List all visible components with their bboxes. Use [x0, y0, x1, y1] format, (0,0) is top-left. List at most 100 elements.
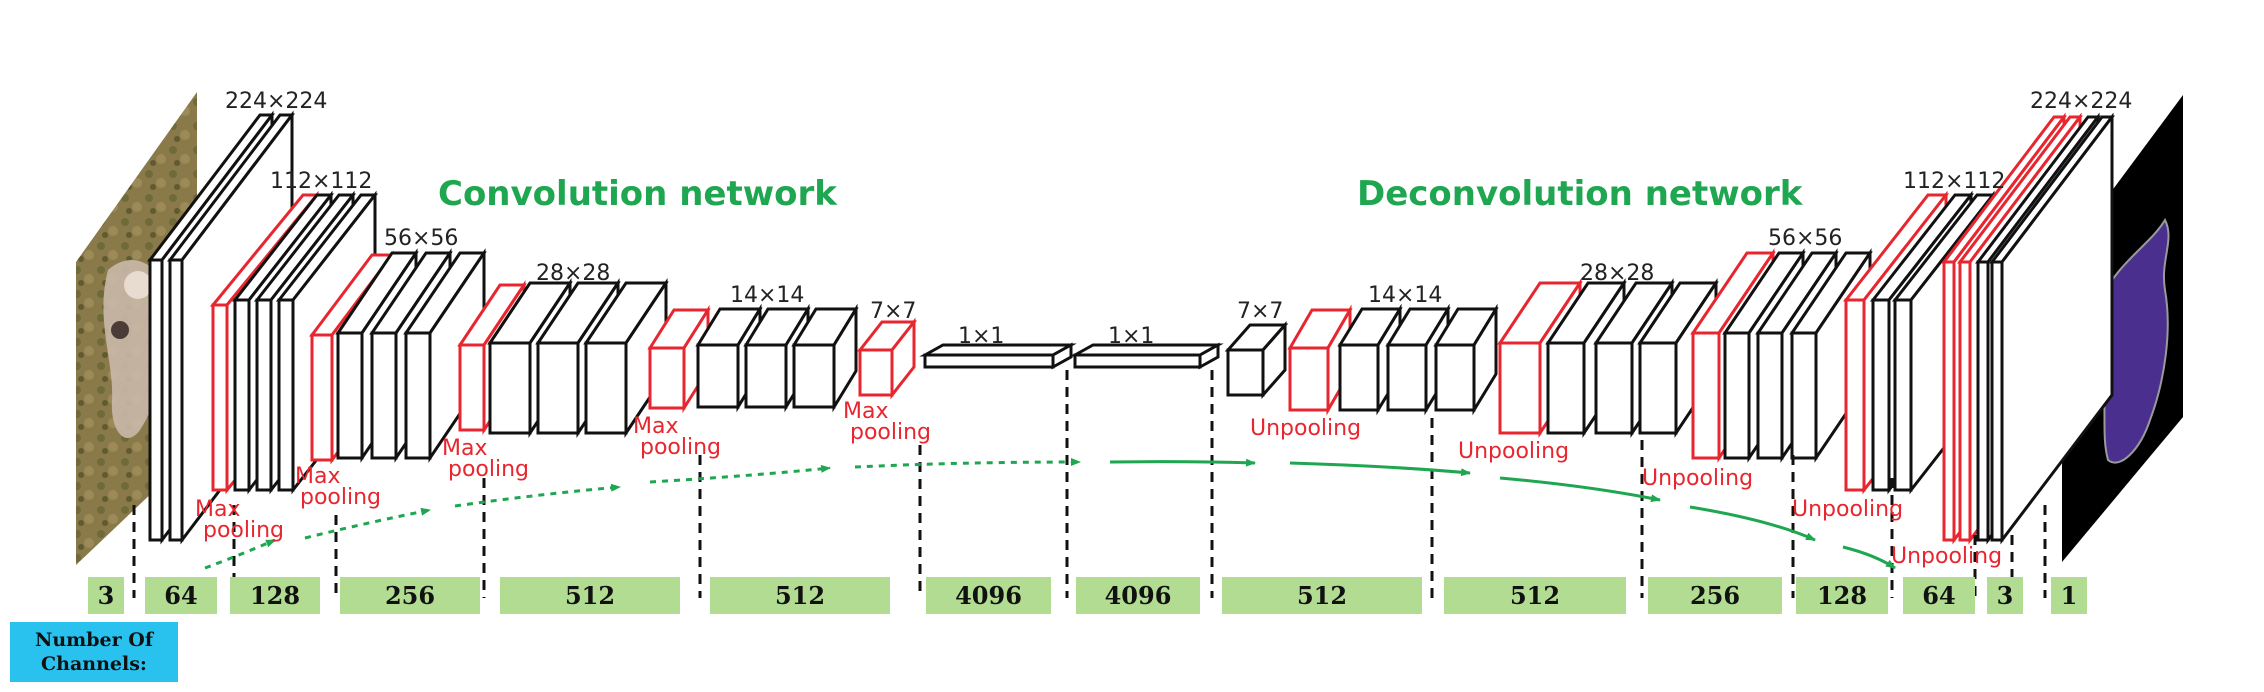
channel-box-fill: [1076, 577, 1200, 614]
channel-box: 128: [230, 577, 320, 614]
op-label: Unpooling: [1642, 466, 1753, 491]
fc-layer: [919, 342, 1077, 370]
dim-label: 7×7: [1237, 299, 1283, 324]
op-label-line1: Max: [633, 414, 678, 439]
channel-count: 3: [98, 581, 115, 610]
channel-box-fill: [1903, 577, 1975, 614]
flow-arrow: [649, 464, 831, 484]
op-label-line1: Max: [442, 436, 487, 461]
op-label-line2: pooling: [640, 435, 721, 460]
op-label-line2: pooling: [850, 420, 931, 445]
channel-count: 3: [1997, 581, 2014, 610]
op-label-line2: pooling: [300, 485, 381, 510]
flow-arrows: [204, 458, 1896, 570]
channel-box: 4096: [1076, 577, 1200, 614]
channel-count: 128: [1817, 581, 1867, 610]
channel-count: 4096: [955, 581, 1022, 610]
channel-box-fill: [230, 577, 320, 614]
flow-arrow: [1289, 461, 1471, 477]
channel-box-fill: [926, 577, 1051, 614]
conv-layer: [791, 303, 859, 413]
channel-box-fill: [710, 577, 890, 614]
deconv-layer: [1545, 278, 1627, 438]
stage-separators: [132, 370, 2047, 598]
channel-count: 64: [1922, 581, 1955, 610]
op-label: Unpooling: [1250, 416, 1361, 441]
op-label: Unpooling: [1891, 544, 2002, 569]
channel-box-fill: [2051, 577, 2087, 614]
channel-box-fill: [1444, 577, 1626, 614]
channel-box-fill: [340, 577, 480, 614]
channel-box-fill: [1987, 577, 2023, 614]
dim-label: 224×224: [225, 89, 327, 114]
legend-line2: Channels:: [41, 653, 147, 675]
flow-arrow: [304, 507, 431, 540]
dim-label: 28×28: [536, 261, 610, 286]
channel-box: 64: [1903, 577, 1975, 614]
channel-box-fill: [88, 577, 124, 614]
flow-arrow: [1842, 545, 1896, 570]
deconv-layer: [1224, 321, 1289, 399]
channel-count: 128: [250, 581, 300, 610]
op-label-line2: pooling: [448, 457, 529, 482]
channel-box: 512: [1222, 577, 1422, 614]
flow-arrow: [1499, 476, 1661, 503]
channel-box: 3: [1987, 577, 2023, 614]
dim-label: 1×1: [1108, 324, 1154, 349]
legend-line1: Number Of: [34, 629, 153, 651]
channel-box: 128: [1796, 577, 1888, 614]
channel-count: 4096: [1105, 581, 1172, 610]
op-label-line1: Max: [195, 497, 240, 522]
channel-box-fill: [145, 577, 217, 614]
op-label: Unpooling: [1458, 439, 1569, 464]
channel-box: 512: [500, 577, 680, 614]
channel-count: 256: [1690, 581, 1740, 610]
op-label-line2: pooling: [203, 518, 284, 543]
channel-box: 4096: [926, 577, 1051, 614]
layer-blocks: [146, 110, 2116, 545]
op-label-line1: Max: [295, 464, 340, 489]
channel-count: 64: [164, 581, 197, 610]
channel-box: 3: [88, 577, 124, 614]
pool-layer: [647, 304, 711, 414]
deconv-layer: [1988, 112, 2116, 545]
channel-box-fill: [500, 577, 680, 614]
dim-label: 224×224: [2030, 89, 2132, 114]
channel-box: 64: [145, 577, 217, 614]
conv-layer: [743, 303, 811, 413]
dim-label: 14×14: [730, 283, 804, 308]
flow-arrow: [1689, 505, 1816, 542]
dim-label: 7×7: [870, 299, 916, 324]
channel-count: 512: [1510, 581, 1560, 610]
op-label-line1: Max: [843, 399, 888, 424]
dim-label: 56×56: [384, 226, 458, 251]
dim-label: 28×28: [1580, 261, 1654, 286]
channel-box: 256: [1648, 577, 1782, 614]
channel-box-fill: [1796, 577, 1888, 614]
channel-count: 512: [1297, 581, 1347, 610]
channel-count: 512: [565, 581, 615, 610]
channel-count: 256: [385, 581, 435, 610]
fc-layer: [1069, 342, 1224, 370]
flow-arrow: [854, 458, 1081, 469]
flow-arrow: [204, 538, 276, 570]
deconv-layer: [1385, 303, 1451, 416]
dim-label: 1×1: [958, 324, 1004, 349]
title-convolution-network: Convolution network: [438, 174, 838, 214]
op-label: Unpooling: [1792, 497, 1903, 522]
dim-label: 14×14: [1368, 283, 1442, 308]
channel-box: 512: [1444, 577, 1626, 614]
channel-box-fill: [1222, 577, 1422, 614]
pool-layer: [856, 317, 918, 400]
channels-legend: Number Of Channels:: [10, 622, 178, 682]
title-deconvolution-network: Deconvolution network: [1357, 174, 1804, 214]
dim-label: 112×112: [1903, 169, 2005, 194]
channel-count: 1: [2061, 581, 2078, 610]
flow-arrow: [454, 483, 621, 508]
dim-label: 56×56: [1768, 226, 1842, 251]
dim-label: 112×112: [270, 169, 372, 194]
deconv-layer: [1337, 303, 1403, 416]
deconv-layer: [1433, 303, 1499, 416]
